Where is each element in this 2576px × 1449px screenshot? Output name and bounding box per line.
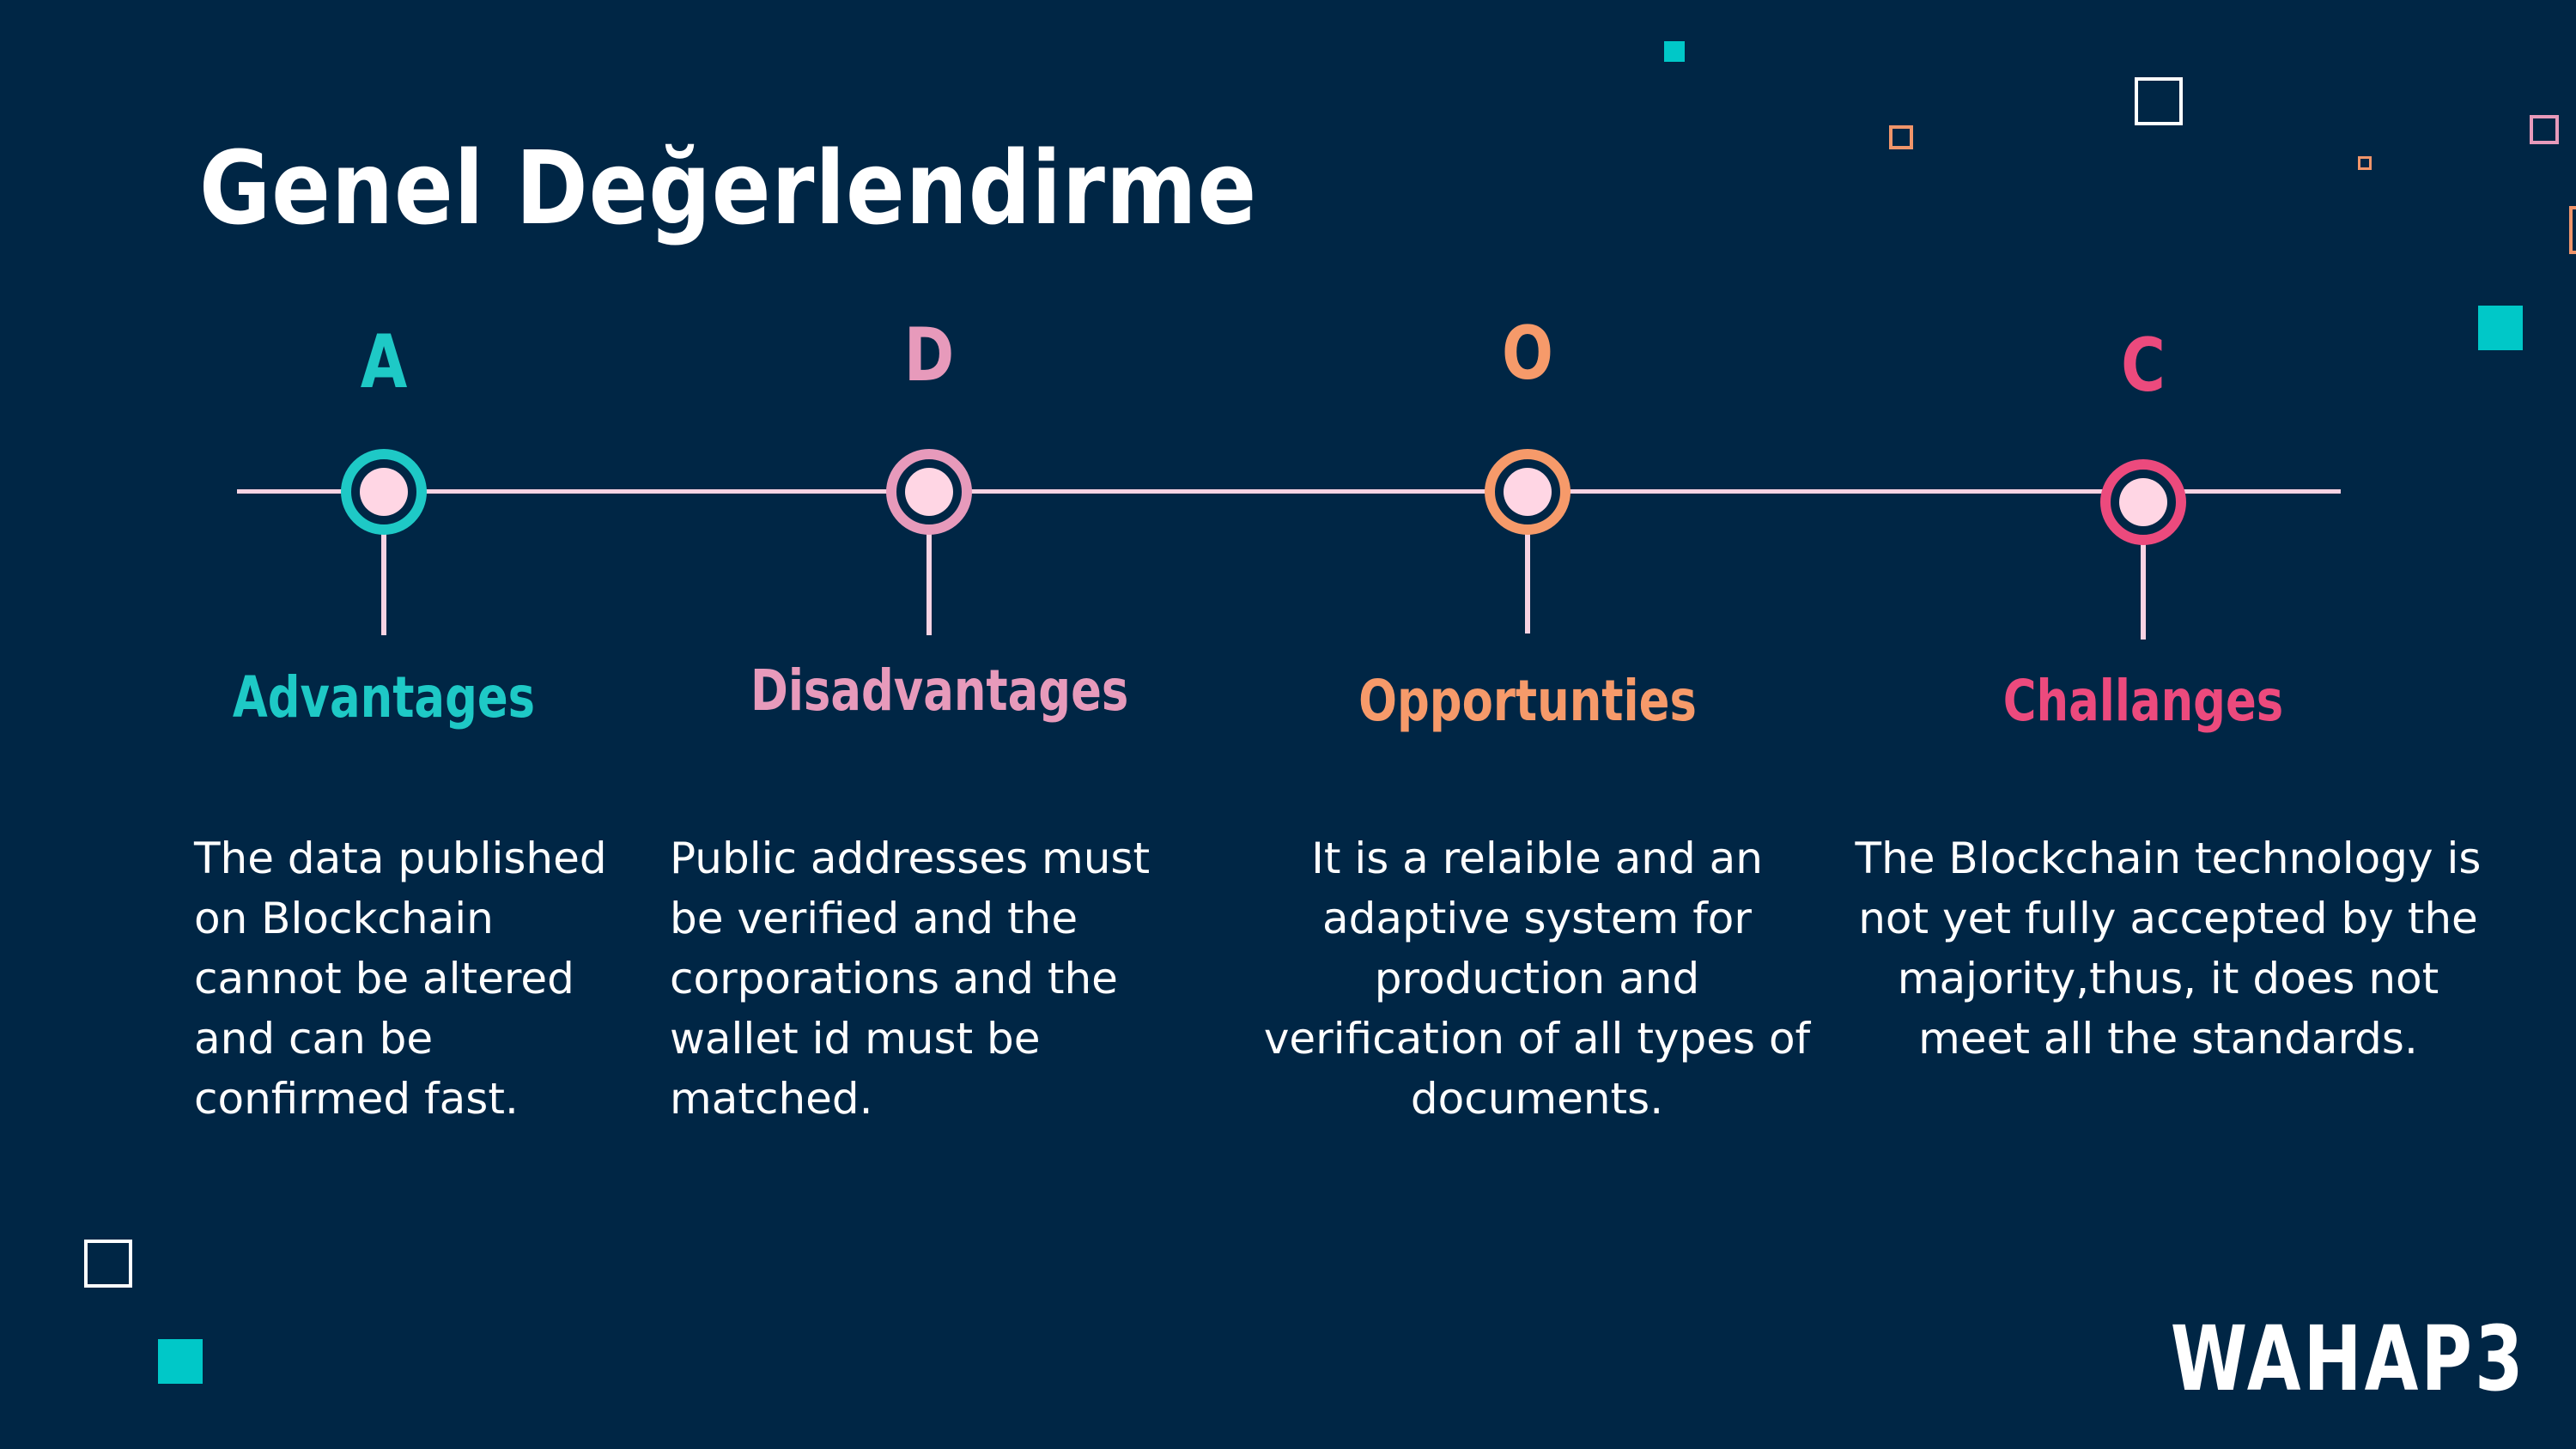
- item-description-opportunities: It is a relaible and an adaptive system …: [1263, 834, 1811, 1124]
- item-heading-challenges: Challanges: [2002, 668, 2284, 734]
- item-heading-advantages: Advantages: [232, 664, 536, 731]
- item-heading-disadvantages: Disadvantages: [750, 658, 1129, 724]
- timeline-node-dot: [905, 468, 953, 516]
- deco-square-orange-edge: [2569, 206, 2576, 254]
- timeline-node-opportunities: [1485, 449, 1571, 535]
- timeline-stem-disadvantages: [927, 498, 932, 635]
- deco-square-teal-right: [2478, 306, 2523, 350]
- item-letter-advantages: A: [360, 319, 408, 405]
- item-letter-disadvantages: D: [903, 312, 955, 398]
- timeline-stem-challenges: [2141, 502, 2146, 640]
- item-letter-opportunities: O: [1502, 311, 1553, 397]
- deco-square-white-bottom: [84, 1240, 132, 1288]
- timeline-node-disadvantages: [886, 449, 972, 535]
- timeline-node-advantages: [341, 449, 427, 535]
- timeline-stem-opportunities: [1525, 496, 1530, 634]
- item-description-challenges: The Blockchain technology is not yet ful…: [1855, 834, 2482, 1064]
- deco-square-orange-outline: [1889, 125, 1913, 149]
- timeline-node-dot: [360, 468, 408, 516]
- timeline-line: [237, 489, 2341, 494]
- timeline-node-dot: [2119, 478, 2167, 526]
- brand-logo: WAHAP3: [2171, 1307, 2526, 1411]
- timeline-stem-advantages: [381, 498, 386, 635]
- deco-square-teal-small: [1664, 41, 1685, 62]
- item-letter-challenges: C: [2121, 323, 2166, 409]
- timeline-node-challenges: [2100, 459, 2186, 545]
- item-description-advantages: The data published on Blockchain cannot …: [194, 834, 607, 1124]
- deco-square-pink-outline: [2530, 115, 2559, 144]
- deco-square-teal-bottom: [158, 1339, 203, 1384]
- timeline-node-dot: [1504, 468, 1552, 516]
- deco-square-orange-tiny: [2358, 156, 2372, 170]
- item-heading-opportunities: Opportunties: [1358, 668, 1697, 734]
- slide-title: Genel Değerlendirme: [199, 129, 1258, 247]
- item-description-disadvantages: Public addresses must be verified and th…: [670, 834, 1151, 1124]
- deco-square-white-outline: [2135, 77, 2183, 125]
